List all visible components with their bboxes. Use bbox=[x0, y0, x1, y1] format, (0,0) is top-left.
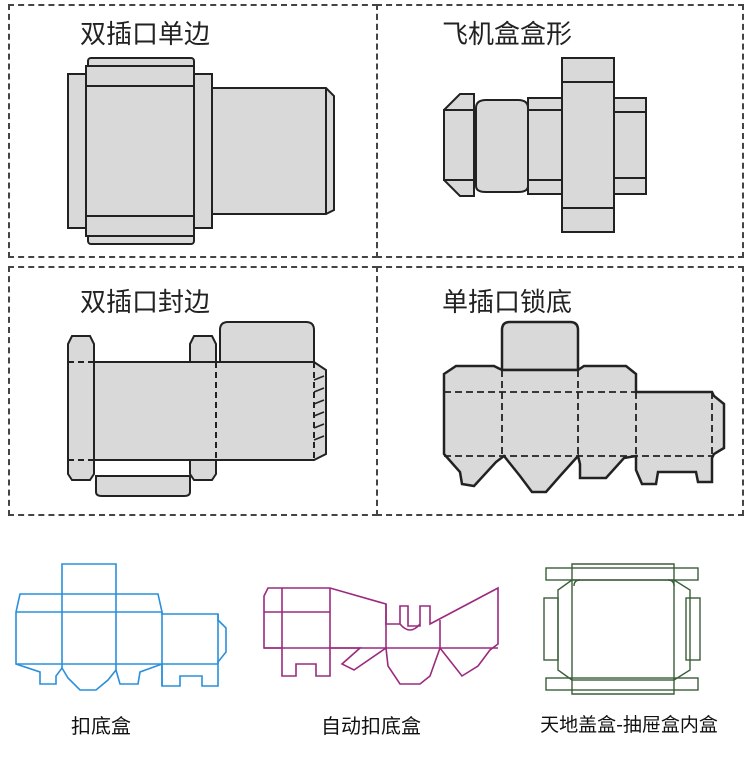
panel-airplane-box bbox=[376, 4, 744, 258]
dieline-double-tuck-sealed-edge bbox=[67, 321, 327, 497]
bottom-label-1: 扣底盒 bbox=[71, 714, 131, 738]
bottom-label-3: 天地盖盒-抽屉盒内盒 bbox=[540, 714, 718, 736]
dieline-airplane-box bbox=[443, 57, 647, 233]
dieline-double-tuck-single-edge bbox=[67, 57, 335, 245]
panel-title-1: 双插口单边 bbox=[80, 20, 211, 50]
bottom-label-2: 自动扣底盒 bbox=[321, 714, 421, 738]
dieline-lid-base-drawer-inner-box bbox=[543, 563, 701, 695]
panel-title-2: 飞机盒盒形 bbox=[442, 20, 573, 50]
dieline-single-tuck-lock-bottom bbox=[442, 320, 726, 494]
dieline-auto-lock-bottom-box bbox=[263, 586, 499, 685]
dieline-lock-bottom-box bbox=[15, 563, 227, 691]
panel-title-4: 单插口锁底 bbox=[442, 288, 573, 318]
panel-single-tuck-lock-bottom bbox=[376, 266, 744, 516]
panel-title-3: 双插口封边 bbox=[80, 288, 211, 318]
